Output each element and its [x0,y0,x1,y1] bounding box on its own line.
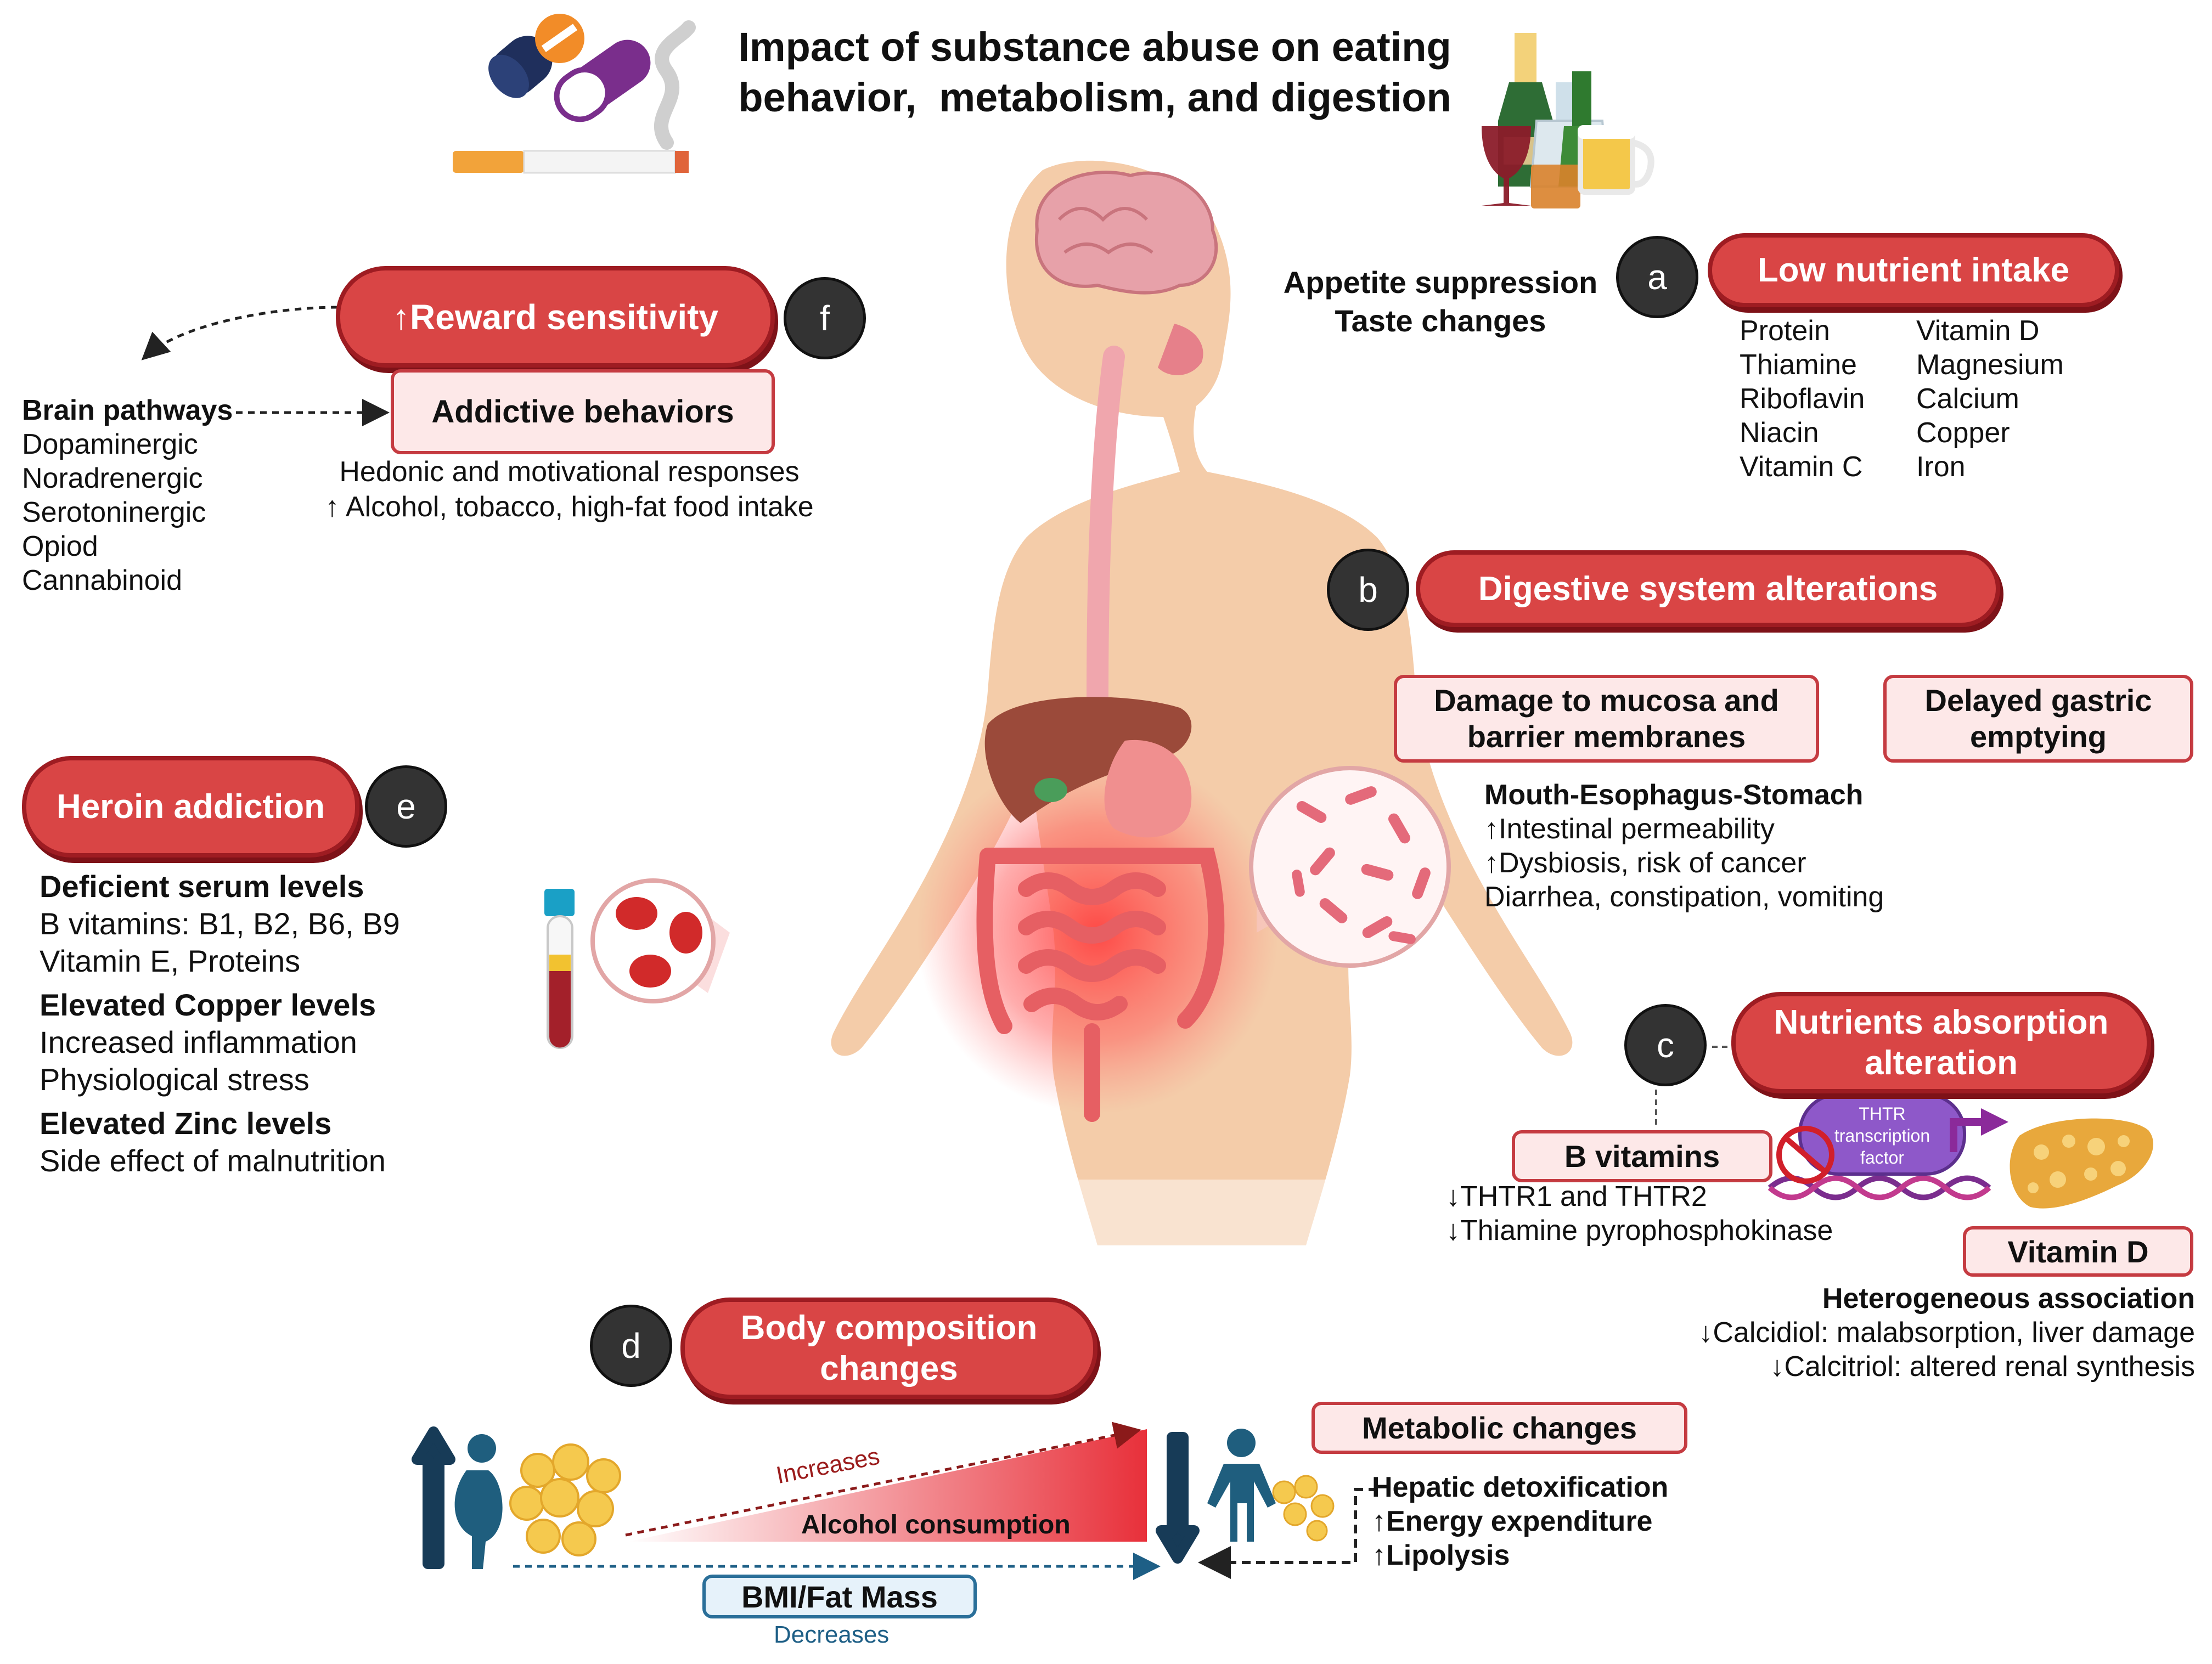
pathway-item: Serotoninergic [22,497,206,528]
addictive-behaviors-box: Addictive behaviors [391,369,775,454]
nutrients-list-2: Vitamin D Magnesium Calcium Copper Iron [1916,314,2064,484]
body-composition-graphic [412,1422,1377,1580]
b-vitamins-effects: ↓THTR1 and THTR2 ↓Thiamine pyrophosphoki… [1446,1180,1833,1248]
heroin-line: Side effect of malnutrition [40,1143,386,1178]
human-body-illustration [831,160,1573,1262]
nutrients-list-1: Protein Thiamine Riboflavin Niacin Vitam… [1740,314,1865,484]
b-vitamins-line: ↓Thiamine pyrophosphokinase [1446,1215,1833,1246]
low-nutrient-intake-label: Low nutrient intake [1708,233,2119,307]
digestive-line: ↑Dysbiosis, risk of cancer [1484,847,1806,879]
absorption-connectors [1655,1046,1734,1125]
digestive-heading: Mouth-Esophagus-Stomach [1484,779,1864,811]
b-vitamins-box: B vitamins [1512,1130,1772,1182]
vitamin-d-effects: Heterogeneous association ↓Calcidiol: ma… [1619,1282,2195,1384]
pathway-item: Noradrenergic [22,462,203,494]
metabolic-changes-box: Metabolic changes [1312,1402,1687,1454]
alcohol-bottles-icon [1482,33,1654,208]
nutrient-item: Calcium [1916,383,2019,415]
brain-pathways-list: Brain pathways Dopaminergic Noradrenergi… [22,393,233,597]
digestive-line: ↑Intestinal permeability [1484,813,1775,845]
nutrient-item: Niacin [1740,417,1819,449]
reward-line: ↑ Alcohol, tobacco, high-fat food intake [325,491,814,523]
metabolic-line: ↑Lipolysis [1372,1539,1510,1571]
heroin-heading: Deficient serum levels [40,869,364,904]
fatty-liver-icon [2010,1118,2153,1209]
bacteria-zoom [1249,766,1451,968]
body-composition-label: Body composition changes [680,1298,1097,1399]
nutrient-item: Vitamin C [1740,451,1863,483]
metabolic-line: ↑Energy expenditure [1372,1505,1653,1537]
thtr-transcription-factor-icon [1768,1093,2008,1200]
nutrient-item: Iron [1916,451,1966,483]
appetite-lines: Appetite suppression Taste changes [1268,263,1613,340]
heroin-line: Increased inflammation [40,1025,357,1059]
heroin-addiction-label: Heroin addiction [22,756,359,858]
blood-vial-icon [544,889,575,1049]
heroin-line: Physiological stress [40,1062,309,1097]
metabolic-effects: Hepatic detoxification ↑Energy expenditu… [1372,1470,1668,1572]
nutrient-item: Magnesium [1916,349,2064,381]
appetite-line: Taste changes [1335,303,1546,338]
red-blood-cells-zoom [590,878,730,1003]
digestive-alterations-label: Digestive system alterations [1416,550,2000,627]
digestive-line: Diarrhea, constipation, vomiting [1484,881,1884,913]
nutrient-item: Protein [1740,315,1830,347]
brain-pathways-heading: Brain pathways [22,394,233,426]
vitamin-d-line: ↓Calcitriol: altered renal synthesis [1770,1351,2195,1383]
gastric-emptying-box: Delayed gastric emptying [1883,675,2193,763]
mucosa-damage-box: Damage to mucosa and barrier membranes [1394,675,1819,763]
badge-c: c [1624,1004,1707,1086]
page-title: Impact of substance abuse on eating beha… [738,24,1451,120]
badge-f: f [784,277,866,359]
nutrient-item: Riboflavin [1740,383,1865,415]
cigarette-icon [453,150,689,174]
heroin-line: B vitamins: B1, B2, B6, B9 [40,906,400,941]
absorption-alteration-label: Nutrients absorption alteration [1731,992,2151,1093]
vitamin-d-heading: Heterogeneous association [1822,1283,2195,1315]
heroin-line: Vitamin E, Proteins [40,944,301,978]
nutrient-item: Thiamine [1740,349,1857,381]
pathway-item: Dopaminergic [22,428,198,460]
badge-b: b [1327,549,1409,631]
smoke-icon [654,20,696,150]
reward-arrows [141,306,390,426]
badge-a: a [1616,236,1698,318]
nutrient-item: Vitamin D [1916,315,2040,347]
appetite-line: Appetite suppression [1283,265,1598,300]
reward-lines: Hedonic and motivational responses ↑ Alc… [316,454,823,524]
digestive-effects-list: Mouth-Esophagus-Stomach ↑Intestinal perm… [1484,778,1884,914]
vitamin-d-box: Vitamin D [1963,1226,2193,1277]
reward-sensitivity-label: ↑Reward sensitivity [336,266,775,368]
bmi-fat-mass-box: BMI/Fat Mass [702,1575,977,1618]
decreases-label: Decreases [774,1621,890,1648]
pills-icon [488,14,651,122]
badge-e: e [365,765,447,848]
alcohol-consumption-label: Alcohol consumption [801,1510,1071,1539]
vitamin-d-line: ↓Calcidiol: malabsorption, liver damage [1698,1317,2195,1349]
nutrient-item: Copper [1916,417,2010,449]
heroin-heading: Elevated Zinc levels [40,1106,332,1141]
metabolic-line: Hepatic detoxification [1372,1471,1669,1503]
thtr-label: THTR transcription factor [1834,1104,1930,1167]
b-vitamins-line: ↓THTR1 and THTR2 [1446,1181,1707,1212]
pathway-item: Opiod [22,531,98,562]
pathway-item: Cannabinoid [22,565,183,596]
reward-line: Hedonic and motivational responses [339,456,800,488]
heroin-heading: Elevated Copper levels [40,988,376,1022]
badge-d: d [590,1305,672,1387]
